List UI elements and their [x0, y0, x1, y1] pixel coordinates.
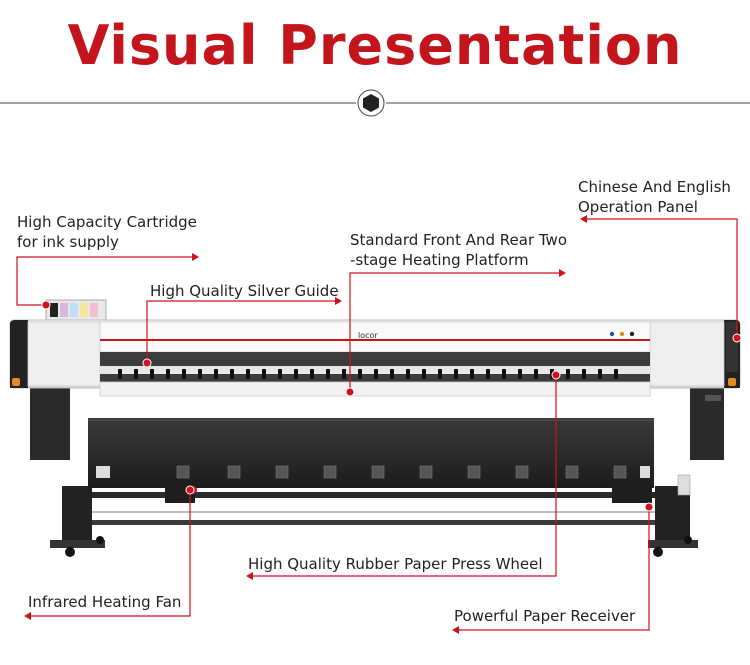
printer-illustration: locor	[9, 299, 741, 557]
callout-arrowheads	[24, 215, 587, 634]
label-paper-receiver: Powerful Paper Receiver	[454, 607, 636, 625]
arrow-right-icon	[559, 269, 566, 277]
label-heating-fan: Infrared Heating Fan	[28, 593, 182, 611]
arrow-left-icon	[452, 626, 459, 634]
arrow-left-icon	[246, 572, 253, 580]
callout-dots	[41, 300, 742, 512]
brand-logo: locor	[358, 331, 378, 340]
label-cartridge: High Capacity Cartridge for ink supply	[17, 212, 197, 252]
label-heating-line1: Standard Front And Rear Two	[350, 231, 568, 249]
hexagon-icon	[363, 94, 379, 112]
ink-cartridge	[45, 299, 107, 321]
callout-lines	[16, 218, 738, 631]
printer-stand	[30, 388, 724, 557]
title-divider	[0, 89, 750, 117]
label-heating-platform: Standard Front And Rear Two -stage Heati…	[350, 230, 567, 270]
arrow-left-icon	[580, 215, 587, 223]
label-silver-guide: High Quality Silver Guide	[150, 282, 339, 300]
label-panel-line2: Operation Panel	[578, 198, 698, 216]
heating-fan-enclosure	[88, 418, 654, 488]
printer-body: locor	[9, 319, 741, 401]
label-press-wheel: High Quality Rubber Paper Press Wheel	[248, 555, 543, 573]
label-heating-line2: -stage Heating Platform	[350, 251, 529, 269]
arrow-left-icon	[24, 612, 31, 620]
label-cartridge-line1: High Capacity Cartridge	[17, 213, 197, 231]
label-operation-panel: Chinese And English Operation Panel	[578, 177, 731, 217]
label-panel-line1: Chinese And English	[578, 178, 731, 196]
label-cartridge-line2: for ink supply	[17, 233, 119, 251]
arrow-right-icon	[192, 253, 199, 261]
page-title: Visual Presentation	[67, 14, 683, 77]
arrow-right-icon	[335, 297, 342, 305]
